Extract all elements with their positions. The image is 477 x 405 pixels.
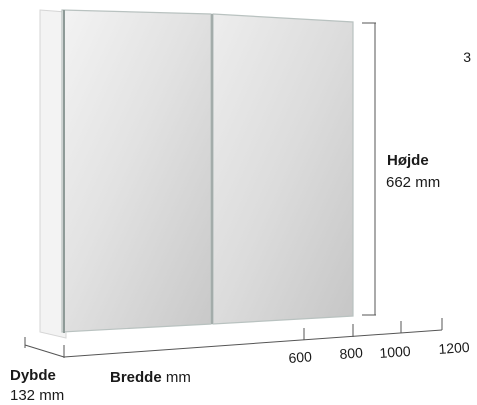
width-option-600: 600 — [287, 348, 313, 366]
height-value: 662 mm — [386, 174, 441, 191]
cabinet-side-panel — [39, 9, 67, 339]
width-option-1000: 1000 — [378, 342, 412, 361]
depth-dimension-line — [24, 344, 65, 358]
mirror-door-right — [212, 13, 354, 325]
width-dimension-line — [63, 329, 443, 358]
page-number: 3 — [463, 49, 471, 65]
height-label: Højde — [387, 152, 429, 169]
mirror-door-left — [61, 9, 212, 333]
depth-value: 132 mm — [10, 387, 65, 404]
depth-label: Dybde — [10, 367, 56, 384]
width-label: Bredde mm — [110, 370, 191, 385]
width-option-1200: 1200 — [437, 338, 471, 357]
width-option-800: 800 — [338, 344, 364, 362]
width-title: Bredde — [110, 369, 162, 386]
width-unit: mm — [165, 369, 191, 386]
